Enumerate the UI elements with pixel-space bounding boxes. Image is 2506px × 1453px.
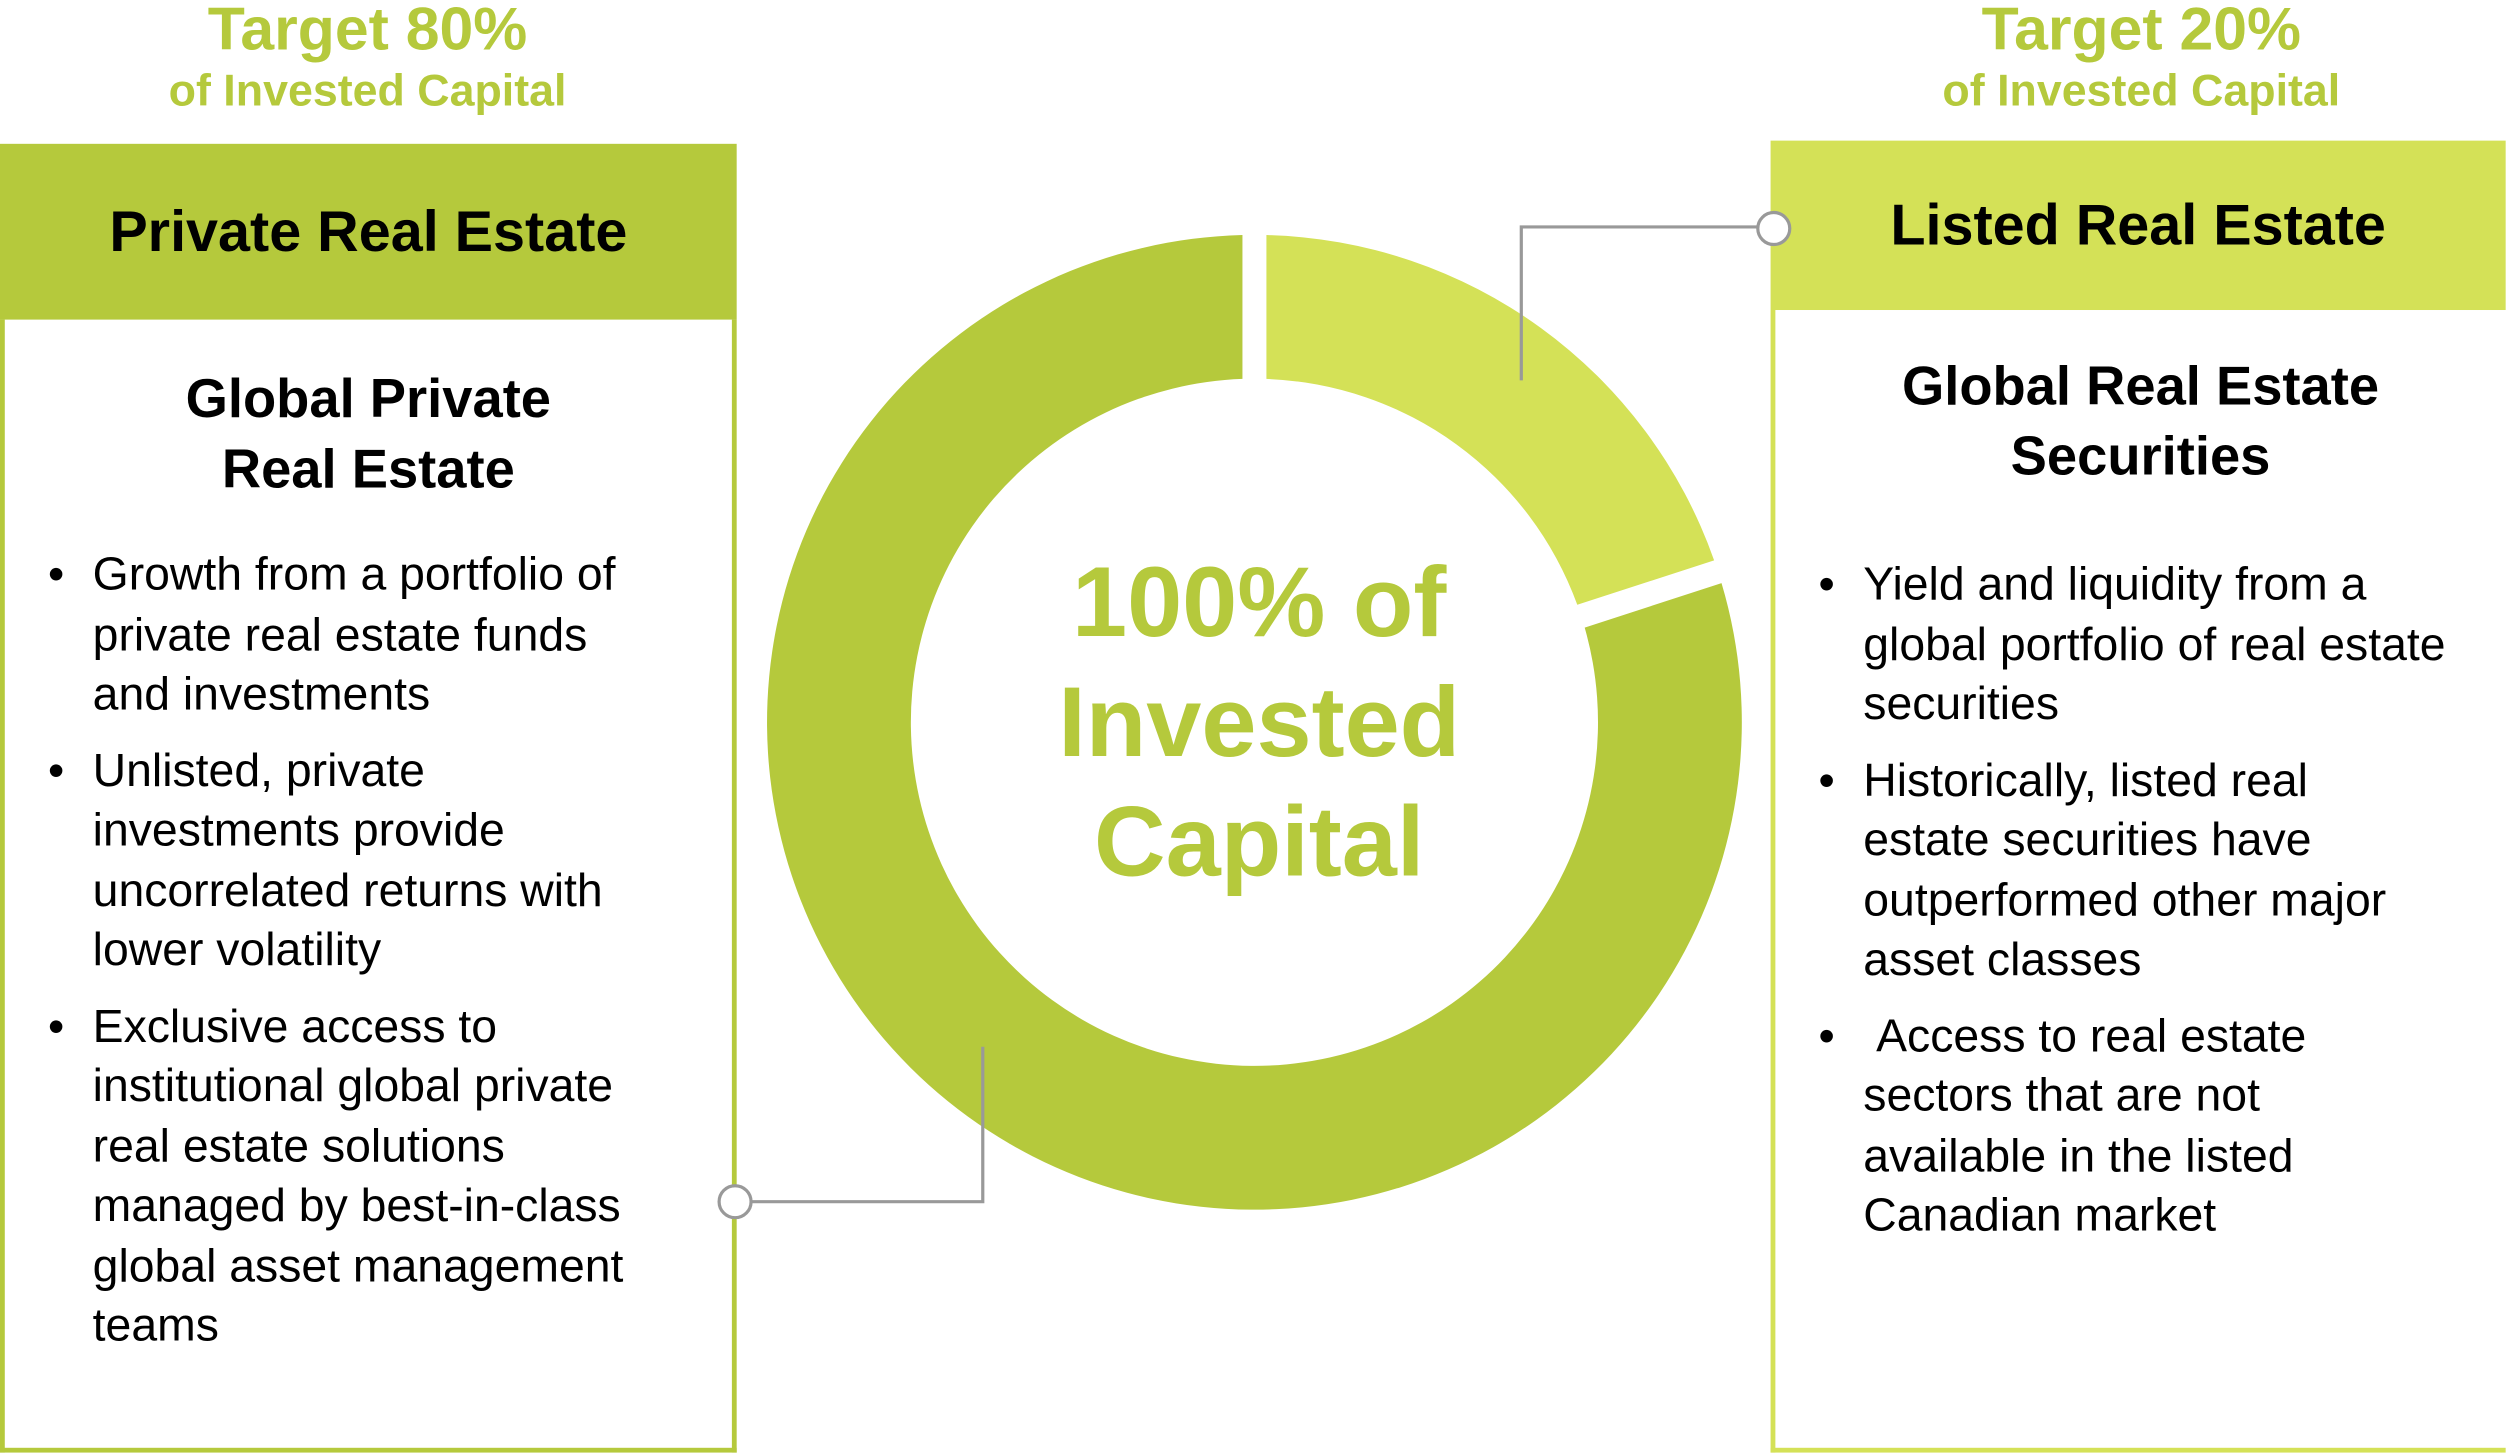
bullet-icon: • xyxy=(47,745,65,797)
listed-panel-title: Global Real Estate Securities xyxy=(1901,356,2380,488)
bullet-text: Growth from a portfolio of private real … xyxy=(92,549,616,721)
bullet-text: Yield and liquidity from a global portfo… xyxy=(1863,559,2446,731)
private-real-estate-header: Private Real Estate xyxy=(0,143,737,320)
private-connector-line xyxy=(751,1046,985,1204)
listed-real-estate-panel: Global Real Estate Securities • Yield and… xyxy=(1770,310,2506,1453)
listed-connector-dot xyxy=(1756,210,1792,247)
right-target-subtitle: of Invested Capital xyxy=(1942,65,2341,116)
private-bullet-list: • Growth from a portfolio of private real… xyxy=(5,547,644,1358)
list-item: • Unlisted, private investments provide u… xyxy=(5,742,644,982)
bullet-icon: • xyxy=(1818,755,1835,807)
bullet-icon: • xyxy=(47,1001,65,1053)
bullet-text: Unlisted, private investments provide un… xyxy=(92,745,603,977)
bullet-icon: • xyxy=(47,549,65,601)
list-item: • Access to real estate sectors that are… xyxy=(1775,1008,2446,1248)
bullet-text: Access to real estate sectors that are n… xyxy=(1863,1010,2320,1242)
donut-slice-private-real-estate xyxy=(767,235,1742,1210)
listed-connector-line xyxy=(1519,225,1758,381)
private-real-estate-panel: Global Private Real Estate • Growth from … xyxy=(0,319,737,1453)
private-panel-title: Global Private Real Estate xyxy=(185,369,552,501)
private-connector-dot xyxy=(717,1184,753,1220)
right-target-percent: Target 20% xyxy=(1981,0,2302,64)
list-item: • Yield and liquidity from a global portf… xyxy=(1775,556,2446,736)
bullet-icon: • xyxy=(1818,559,1835,611)
bullet-icon: • xyxy=(1818,1010,1835,1062)
bullet-text: Exclusive access to institutional global… xyxy=(92,1001,624,1352)
donut-center-label: 100% of Invested Capital xyxy=(1058,548,1461,899)
listed-real-estate-header: Listed Real Estate xyxy=(1770,140,2506,311)
list-item: • Growth from a portfolio of private real… xyxy=(5,547,644,727)
left-target-subtitle: of Invested Capital xyxy=(168,65,567,116)
listed-bullet-list: • Yield and liquidity from a global portf… xyxy=(1775,556,2446,1247)
list-item: • Exclusive access to institutional globa… xyxy=(5,998,644,1358)
bullet-text: Historically, listed real estate securit… xyxy=(1863,755,2387,986)
donut-slice-listed-real-estate xyxy=(1266,235,1715,605)
left-target-percent: Target 80% xyxy=(207,0,528,64)
list-item: • Historically, listed real estate securi… xyxy=(1775,752,2446,992)
